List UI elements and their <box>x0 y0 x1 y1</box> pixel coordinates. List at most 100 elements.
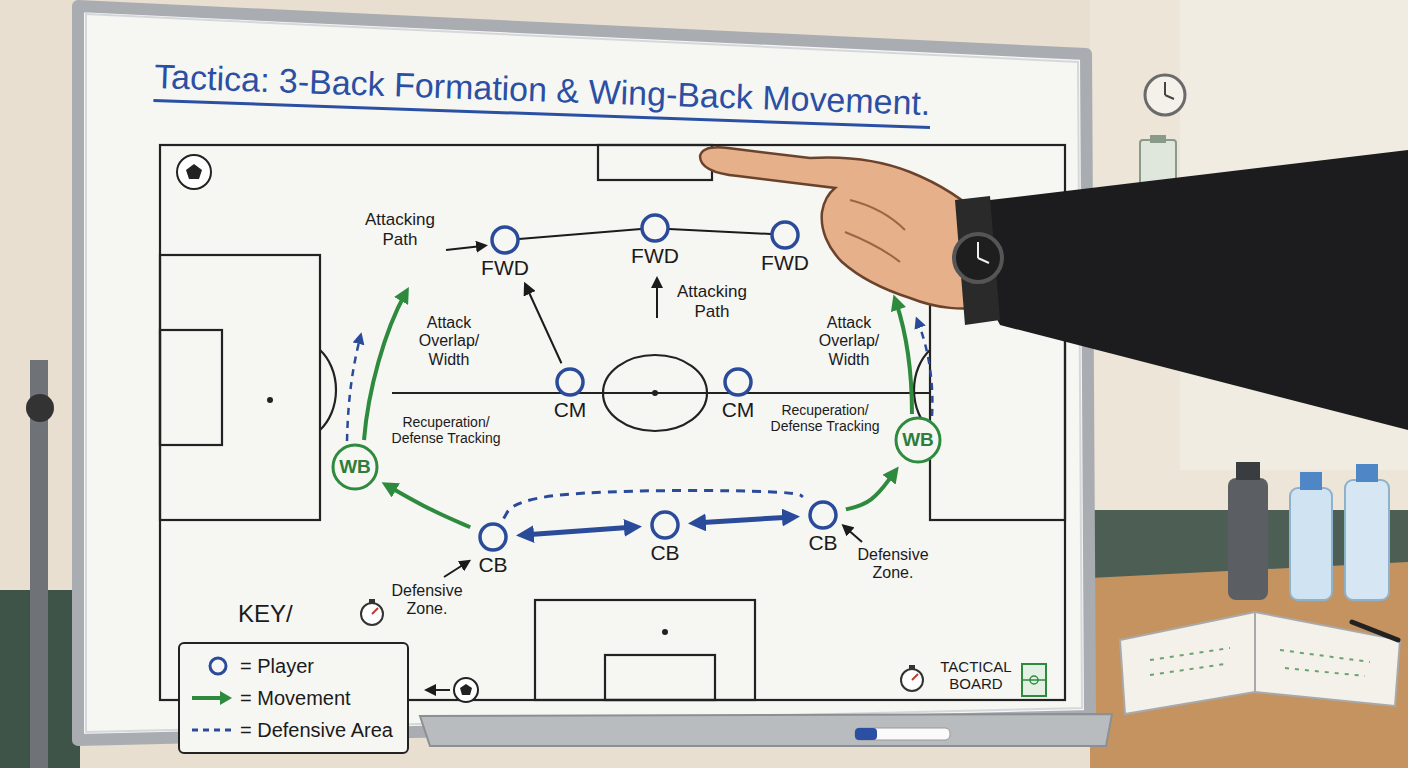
player-label: CM <box>722 398 755 421</box>
zone-note: Defensive Zone. <box>382 582 472 619</box>
circle-outline <box>896 418 940 462</box>
legend-row: = Player <box>188 650 393 682</box>
legend-sample <box>188 687 234 709</box>
board-tray <box>855 728 950 740</box>
water-bottles <box>1228 462 1389 600</box>
circle-outline <box>772 222 798 248</box>
soccer-ball <box>454 678 478 702</box>
pitch-lines <box>160 145 1065 700</box>
movement-note: Attack Overlap/ Width <box>808 314 890 369</box>
zone-note: Defensive Zone. <box>848 546 938 583</box>
movement-arrow <box>527 289 561 363</box>
board-caption: TACTICAL BOARD <box>935 658 1017 693</box>
board-tray <box>855 728 877 740</box>
legend-row: = Movement <box>188 682 393 714</box>
stopwatch-icon <box>909 665 915 669</box>
whiteboard <box>78 6 1090 740</box>
movement-arrow <box>527 527 631 534</box>
player-marker: FWD <box>477 224 533 279</box>
movement-arrows <box>896 302 912 414</box>
player-marker: CB <box>645 509 685 564</box>
clipboard <box>1150 135 1166 143</box>
hand <box>845 200 905 262</box>
open-notebook <box>1120 612 1400 714</box>
circle-outline <box>492 227 518 253</box>
player-circle <box>639 212 671 244</box>
pitch-lines <box>320 350 336 430</box>
water-bottles <box>1228 478 1268 600</box>
pitch-lines <box>535 600 755 700</box>
defensive-sample <box>192 729 232 732</box>
pitch-lines <box>160 145 1065 700</box>
movement-arrow <box>846 474 893 509</box>
circle-outline <box>642 215 668 241</box>
key-heading: KEY/ <box>238 600 293 628</box>
movement-note: Recuperation/ Defense Tracking <box>770 402 880 434</box>
soccer-ball <box>430 678 478 702</box>
movement-sample <box>192 696 222 700</box>
water-bottles <box>1290 488 1332 600</box>
water-bottles <box>1300 472 1322 490</box>
open-notebook <box>1120 612 1400 714</box>
circle-outline <box>480 524 506 550</box>
soccer-ball <box>186 164 202 179</box>
board-stand <box>26 394 54 422</box>
pitch-lines <box>598 145 712 180</box>
movement-arrows <box>656 282 658 318</box>
open-notebook <box>1150 648 1370 676</box>
pitch-lines <box>603 355 707 431</box>
sleeve <box>983 150 1408 430</box>
stopwatch-icon <box>369 599 375 603</box>
player-label: CB <box>808 531 837 554</box>
movement-note: Recuperation/ Defense Tracking <box>390 414 502 446</box>
soccer-ball <box>177 155 211 189</box>
water-bottles <box>1345 480 1389 600</box>
player-label: FWD <box>631 244 679 267</box>
player-circle <box>649 509 681 541</box>
board-tray <box>420 714 1112 746</box>
player-label: CB <box>650 541 679 564</box>
circle-outline <box>725 369 751 395</box>
sleeve <box>983 150 1408 430</box>
pitch-spots <box>267 390 668 635</box>
water-bottles <box>1356 464 1378 482</box>
pitch-lines <box>160 255 320 520</box>
player-circle <box>477 521 509 553</box>
legend-text: = Defensive Area <box>240 719 393 742</box>
movement-arrows <box>444 563 466 577</box>
pitch-lines <box>160 330 222 445</box>
wall-clock <box>1145 75 1185 115</box>
player-circle <box>489 224 521 256</box>
player-marker: CM <box>550 366 591 421</box>
player-sample <box>210 658 226 674</box>
legend-sample <box>188 719 234 741</box>
pitch-icon <box>1022 664 1046 696</box>
whiteboard <box>78 6 1090 740</box>
wall-clock <box>1145 75 1185 115</box>
player-circle <box>722 366 754 398</box>
pitch-lines <box>392 392 930 394</box>
whiteboard <box>86 14 1082 732</box>
stopwatch-icon <box>901 669 923 691</box>
player-marker: CB <box>473 521 513 576</box>
movement-note: Attack Overlap/ Width <box>408 314 490 369</box>
movement-arrow <box>390 487 470 527</box>
movement-arrows <box>446 246 482 250</box>
wing-back-marker: WB <box>331 443 379 491</box>
wristwatch <box>954 196 1002 325</box>
player-label: CM <box>554 398 587 421</box>
legend-row: = Defensive Area <box>188 714 393 746</box>
stopwatch-icon <box>361 599 383 625</box>
circle-outline <box>810 502 836 528</box>
circle-outline <box>557 369 583 395</box>
wing-back-marker: WB <box>894 416 942 464</box>
stopwatch-icon <box>361 603 383 625</box>
open-notebook <box>1352 622 1398 640</box>
position-label: WB <box>339 457 371 478</box>
movement-arrows <box>347 338 360 441</box>
soccer-ball <box>177 155 211 189</box>
player-circle <box>554 366 586 398</box>
player-circle <box>807 499 839 531</box>
